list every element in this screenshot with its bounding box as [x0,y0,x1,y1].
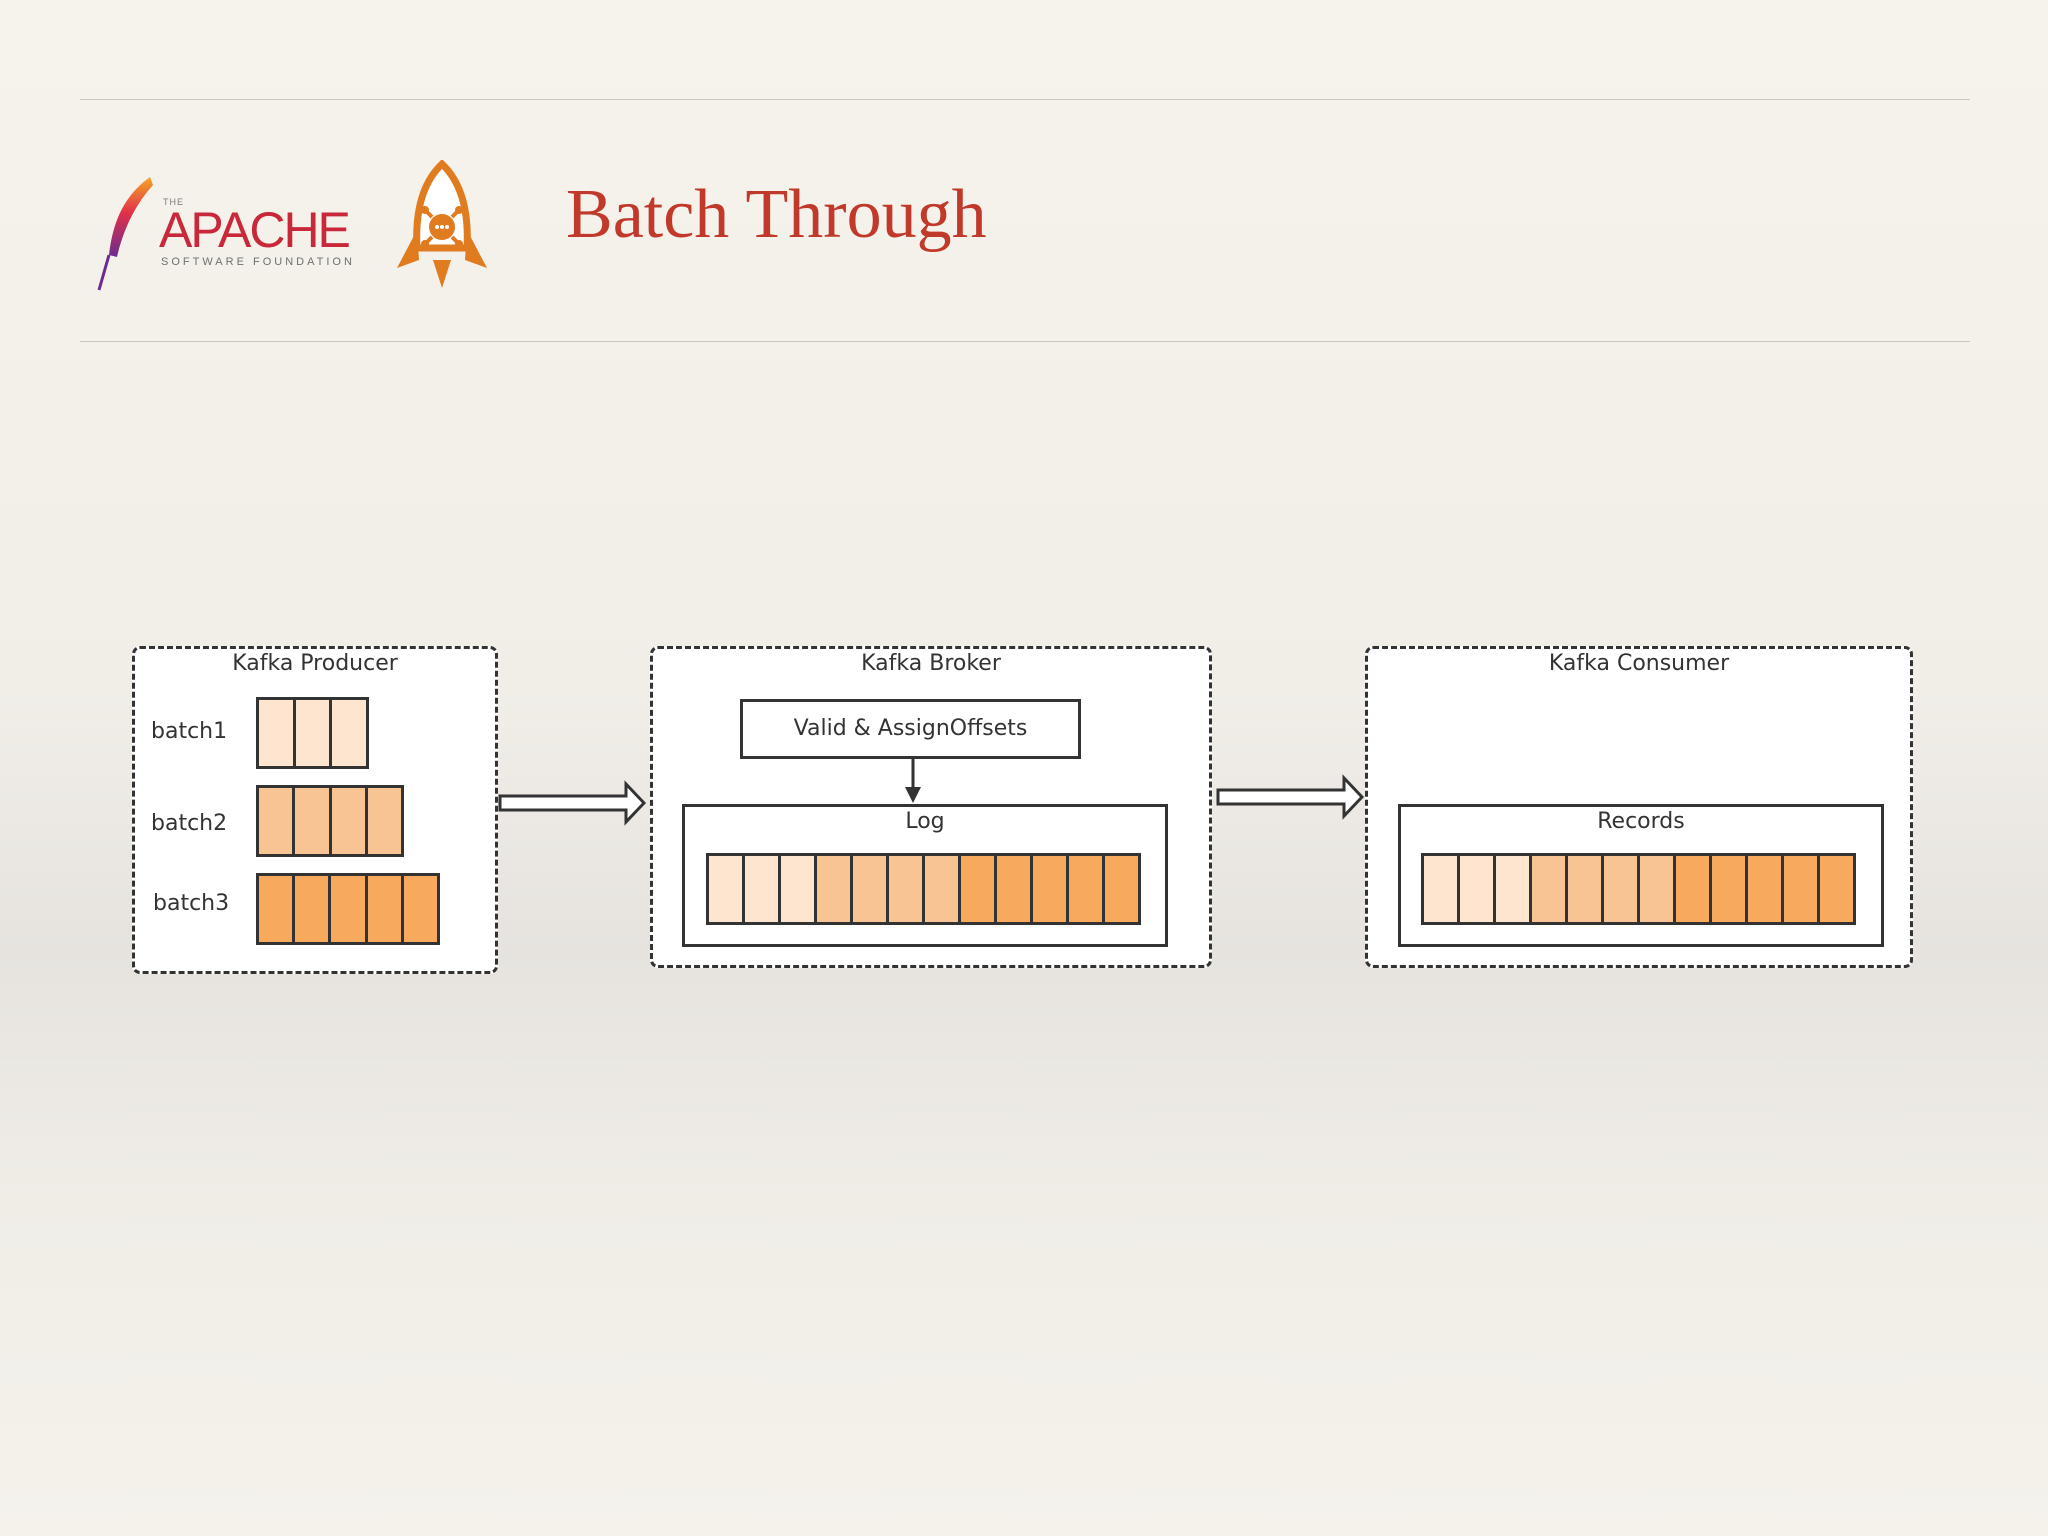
batch-cell [367,876,404,942]
broker-title: Kafka Broker [861,651,1001,676]
log-cell [889,856,925,922]
batch-cell [295,788,332,854]
batch-cell [367,788,401,854]
batch1-label: batch1 [151,719,228,744]
down-arrow-icon [905,757,921,803]
record-cell [1676,856,1712,922]
record-cell [1568,856,1604,922]
batch-cell [331,788,368,854]
record-cell [1784,856,1820,922]
log-cell [745,856,781,922]
records-box: Records [1398,804,1884,947]
batch-cell [295,700,333,766]
apache-the-text: THE [163,197,184,207]
consumer-title: Kafka Consumer [1548,651,1730,676]
batch2-cells [256,785,404,857]
consumer-panel: Kafka Consumer Records [1365,646,1913,968]
batch-cell [259,700,296,766]
bottom-divider [80,341,1970,342]
producer-title: Kafka Producer [232,651,398,676]
record-cell [1460,856,1496,922]
record-cell [1748,856,1784,922]
log-cell [997,856,1033,922]
producer-panel: Kafka Producer batch1 batch2 batch3 [132,646,498,974]
record-cell [1424,856,1460,922]
apache-wordmark: APACHE [159,202,351,258]
log-cell [853,856,889,922]
apache-subtitle: SOFTWARE FOUNDATION [161,256,355,268]
apache-feather-icon [97,177,153,291]
broker-to-consumer-arrow [1216,774,1365,820]
batch-cell [403,876,438,942]
batch1-cells [256,697,369,769]
rocketmq-rocket-icon [397,160,487,288]
valid-assignoffsets-box: Valid & AssignOffsets [740,699,1081,759]
record-cell [1496,856,1532,922]
log-cell [1033,856,1069,922]
log-cell [1069,856,1105,922]
producer-to-broker-arrow [498,780,647,826]
batch3-cells [256,873,440,945]
log-cell [961,856,997,922]
batch-cell [332,700,367,766]
log-cells [706,853,1141,925]
batch-cell [295,876,332,942]
batch3-label: batch3 [153,891,230,916]
broker-panel: Kafka Broker Valid & AssignOffsets Log [650,646,1212,968]
log-label: Log [905,809,945,834]
log-box: Log [682,804,1168,947]
slide-title: Batch Through [566,176,987,253]
batch-cell [331,876,368,942]
batch-cell [259,876,296,942]
record-cell [1820,856,1853,922]
records-cells [1421,853,1856,925]
record-cell [1640,856,1676,922]
log-cell [817,856,853,922]
batch2-label: batch2 [151,811,228,836]
record-cell [1532,856,1568,922]
log-cell [925,856,961,922]
records-label: Records [1597,809,1685,834]
top-divider [80,99,1970,100]
kafka-batch-diagram: Kafka Producer batch1 batch2 batch3 Kafk… [120,630,1920,990]
batch-cell [259,788,296,854]
log-cell [1105,856,1138,922]
apache-logo: THE APACHE SOFTWARE FOUNDATION [95,175,375,295]
valid-assignoffsets-label: Valid & AssignOffsets [793,716,1028,741]
log-cell [709,856,745,922]
record-cell [1604,856,1640,922]
record-cell [1712,856,1748,922]
log-cell [781,856,817,922]
